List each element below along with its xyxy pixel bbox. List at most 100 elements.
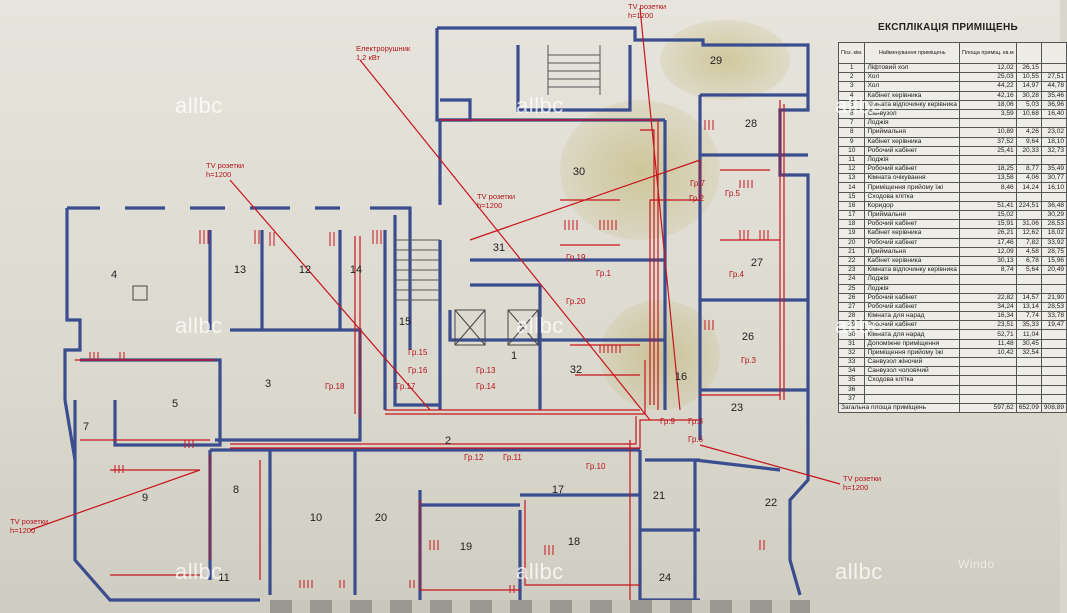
room-cell: Сходова клітка: [864, 191, 960, 202]
room-cell: 36: [837, 384, 866, 395]
total-area: 597,62: [958, 402, 1017, 414]
room-number: 18: [567, 536, 581, 548]
circuit-group-label: Гр.8: [688, 417, 704, 426]
room-cell: 15: [837, 191, 866, 202]
room-cell: [1040, 338, 1067, 349]
room-cell: 20,49: [1040, 265, 1067, 276]
room-cell: 35,49: [1040, 164, 1067, 175]
room-number: 7: [82, 421, 90, 433]
room-cell: [1040, 393, 1067, 404]
room-cell: 12,02: [958, 62, 1017, 74]
room-number: 9: [141, 492, 149, 504]
room-cell: 4,06: [1015, 173, 1042, 184]
room-cell: 34: [837, 366, 866, 377]
room-cell: Робочий кабінет: [864, 145, 960, 156]
room-cell: [958, 283, 1017, 294]
watermark: allbc: [516, 559, 564, 584]
room-cell: [1040, 154, 1067, 166]
room-cell: 2: [837, 72, 866, 83]
room-cell: 30,77: [1040, 173, 1067, 184]
room-cell: [1015, 191, 1042, 202]
room-cell: [1040, 283, 1067, 294]
room-cell: Приймальня: [864, 127, 960, 138]
room-cell: Робочий кабінет: [864, 237, 960, 248]
room-cell: 22: [837, 255, 866, 267]
stain: [560, 100, 720, 240]
room-cell: [1040, 356, 1067, 368]
room-cell: 23,51: [958, 320, 1017, 331]
room-cell: [1015, 274, 1042, 285]
room-cell: 25,03: [958, 72, 1017, 83]
circuit-group-label: Гр.7: [690, 179, 706, 188]
room-number: 17: [551, 484, 565, 496]
room-cell: 15,96: [1040, 255, 1067, 267]
room-cell: 26,21: [958, 228, 1017, 239]
room-cell: 15,02: [958, 209, 1017, 221]
room-cell: [1015, 209, 1042, 221]
room-cell: 13: [837, 173, 866, 184]
annotation-line: h=1200: [843, 483, 869, 492]
room-cell: [1015, 393, 1042, 404]
room-cell: 35,46: [1040, 90, 1067, 101]
room-cell: 13,58: [958, 173, 1017, 184]
room-number: 5: [171, 398, 179, 410]
room-cell: Лоджія: [864, 274, 960, 285]
room-cell: 11,48: [958, 338, 1017, 349]
circuit-group-label: Гр.12: [464, 453, 484, 462]
room-cell: 23,02: [1040, 127, 1067, 138]
room-cell: [1040, 375, 1067, 386]
room-cell: 32: [837, 347, 866, 359]
room-cell: 6,78: [1015, 255, 1042, 267]
room-number: 29: [709, 55, 723, 67]
room-cell: 33,92: [1040, 237, 1067, 248]
room-cell: 19: [837, 228, 866, 239]
room-number: 31: [492, 242, 506, 254]
room-cell: 14: [837, 182, 866, 193]
room-cell: [1015, 375, 1042, 386]
room-number: 3: [264, 378, 272, 390]
room-number: 8: [232, 484, 240, 496]
room-cell: 44,22: [958, 81, 1017, 92]
room-cell: Кабінет керівника: [864, 136, 960, 147]
room-cell: 18,06: [958, 99, 1017, 110]
annotation-line: TV розетки: [628, 2, 667, 11]
room-cell: Хол: [864, 81, 960, 92]
room-cell: 1: [837, 62, 866, 74]
room-number: 22: [764, 497, 778, 509]
room-cell: 224,51: [1015, 200, 1042, 212]
circuit-group-label: Гр.11: [503, 453, 522, 462]
room-number: 24: [658, 572, 672, 584]
room-cell: 14,97: [1015, 81, 1042, 92]
room-cell: 17: [837, 209, 866, 221]
room-cell: [958, 375, 1017, 386]
annotation-line: h=1200: [206, 170, 232, 179]
windows-overlay-text: Windo: [958, 557, 995, 571]
circuit-group-label: Гр.13: [476, 366, 496, 375]
room-cell: 12,62: [1015, 228, 1042, 239]
room-cell: 30,45: [1015, 338, 1042, 349]
room-cell: 5,03: [1015, 99, 1042, 110]
header-col-b: [1015, 42, 1042, 64]
room-cell: 31,06: [1015, 219, 1042, 230]
total-label: Загальна площа приміщень: [838, 402, 960, 414]
room-number: 11: [218, 572, 230, 584]
room-cell: 52,71: [958, 329, 1017, 340]
annotation-line: h=1200: [628, 11, 654, 20]
room-explication-legend: ЕКСПЛІКАЦІЯ ПРИМІЩЕНЬ Поз. кім. Найменув…: [837, 18, 1067, 458]
room-cell: 28,53: [1040, 219, 1067, 230]
room-cell: [1040, 274, 1067, 285]
room-cell: 24: [837, 274, 866, 285]
